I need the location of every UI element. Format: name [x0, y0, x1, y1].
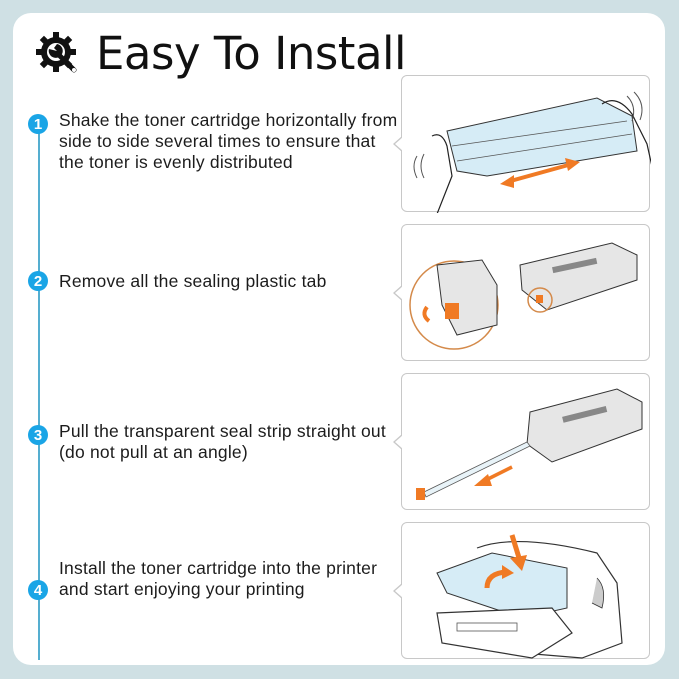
step-3-image-panel: [393, 373, 650, 510]
step-2-text: Remove all the sealing plastic tab: [59, 271, 327, 291]
step-4-text: Install the toner cartridge into the pri…: [59, 558, 378, 599]
pull-seal-strip-illustration: [416, 388, 643, 500]
step-1-image-panel: [393, 75, 651, 213]
step-number-badge: 3: [28, 425, 48, 445]
gear-wrench-icon: [36, 32, 77, 73]
step-1-text: Shake the toner cartridge horizontally f…: [59, 110, 398, 172]
step-number-badge: 1: [28, 114, 48, 134]
timeline-line: [38, 125, 40, 660]
step-number-badge: 2: [28, 271, 48, 291]
shake-cartridge-illustration: [413, 91, 651, 213]
step-2-badge: 2: [28, 271, 48, 291]
step-4-badge: 4: [28, 580, 48, 600]
page-title: Easy To Install: [96, 27, 407, 80]
step-number-badge: 4: [28, 580, 48, 600]
step-3-text: Pull the transparent seal strip straight…: [59, 421, 386, 462]
step-4-image-panel: [393, 522, 650, 659]
install-into-printer-illustration: [436, 534, 623, 659]
header: Easy To Install: [34, 27, 407, 80]
step-2-image-panel: [393, 224, 650, 361]
step-1-badge: 1: [28, 114, 48, 134]
step-3-badge: 3: [28, 425, 48, 445]
remove-sealing-tab-illustration: [409, 242, 638, 350]
